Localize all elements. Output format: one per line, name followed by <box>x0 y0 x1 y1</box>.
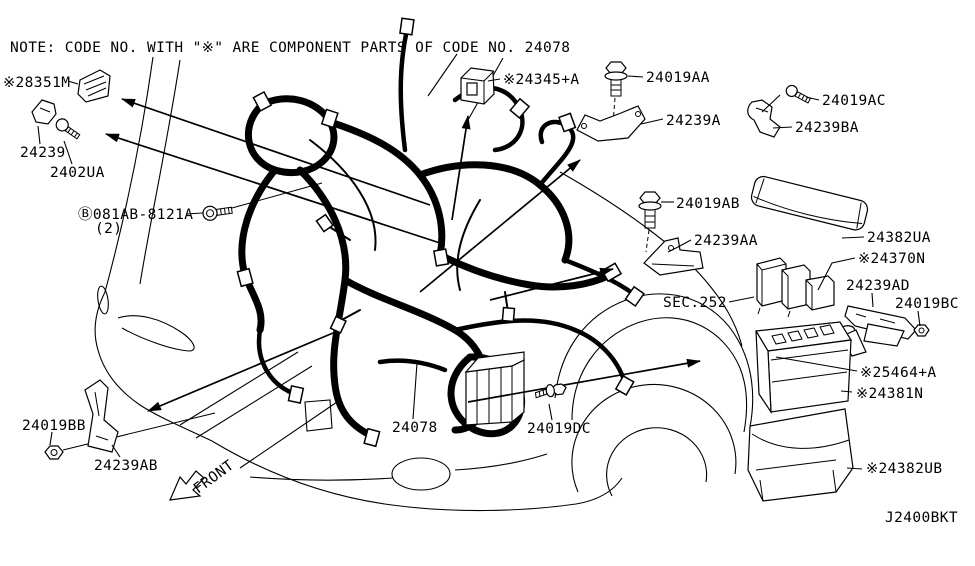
screw-24019ac-icon <box>785 84 812 104</box>
label-24239a: 24239A <box>666 113 721 129</box>
label-24239ad: 24239AD <box>846 278 910 294</box>
label-24382ua: 24382UA <box>867 230 931 246</box>
label-24019ac: 24019AC <box>822 93 886 109</box>
screw-2402ua-icon <box>55 118 81 140</box>
bracket-24239ab-icon <box>84 379 119 453</box>
bracket-24239aa-icon <box>643 237 704 276</box>
label-24019dc: 24019DC <box>527 421 591 437</box>
bracket-24239ba-icon <box>747 99 781 138</box>
label-28351m: ※28351M <box>3 75 70 91</box>
label-bolt-qty: (2) <box>95 221 122 237</box>
callout-arrows <box>105 98 701 412</box>
cover-24382ub-icon <box>747 408 854 502</box>
label-24019bc: 24019BC <box>895 296 959 312</box>
label-24382ub: ※24382UB <box>866 461 942 477</box>
bracket-24239a-icon <box>576 105 646 142</box>
car-body-outline <box>94 53 754 512</box>
label-24078: 24078 <box>392 420 438 436</box>
relay-box-sec252-icon <box>756 257 835 318</box>
harness-connectors <box>236 17 645 448</box>
bolt-081ab-axis-line <box>231 182 323 209</box>
label-24019aa: 24019AA <box>646 70 710 86</box>
bolt-24019aa-icon <box>604 61 628 97</box>
label-24381n: ※24381N <box>856 386 923 402</box>
screw-24019dc-icon <box>534 383 567 399</box>
nut-24019bc-icon <box>913 324 930 337</box>
relay-module-box <box>464 351 525 426</box>
grille-oval <box>391 457 451 491</box>
label-25464a: ※25464+A <box>860 365 936 381</box>
note-text: NOTE: CODE NO. WITH "※" ARE COMPONENT PA… <box>10 40 570 56</box>
bracket-24239-icon <box>31 99 57 125</box>
engine-harness-drawing <box>236 17 645 448</box>
label-2402ua: 2402UA <box>50 165 105 181</box>
label-24370n: ※24370N <box>858 251 925 267</box>
bolt-24019ab-axis <box>645 229 650 253</box>
diagram-code-text: J2400BKT <box>885 510 958 526</box>
bolt-081ab-icon <box>202 205 233 221</box>
connector-24345a-icon <box>460 67 495 105</box>
label-24019bb: 24019BB <box>22 418 86 434</box>
cover-24382ua-icon <box>750 175 869 231</box>
front-direction-arrow <box>169 470 205 501</box>
label-bolt-code: Ⓑ081AB-8121A <box>78 206 193 223</box>
clip-28351m-icon <box>77 69 111 103</box>
label-24239: 24239 <box>20 145 66 161</box>
label-24239ba: 24239BA <box>795 120 859 136</box>
bolt-24019ab-icon <box>638 191 662 229</box>
label-24345a: ※24345+A <box>503 72 579 88</box>
label-24239aa: 24239AA <box>694 233 758 249</box>
nut-24019bb-icon <box>44 445 64 460</box>
fusebox-24381n-icon <box>755 321 852 415</box>
label-24239ab: 24239AB <box>94 458 158 474</box>
leader-lines <box>37 75 921 470</box>
label-sec252: SEC.252 <box>663 295 727 311</box>
label-24019ab: 24019AB <box>676 196 740 212</box>
